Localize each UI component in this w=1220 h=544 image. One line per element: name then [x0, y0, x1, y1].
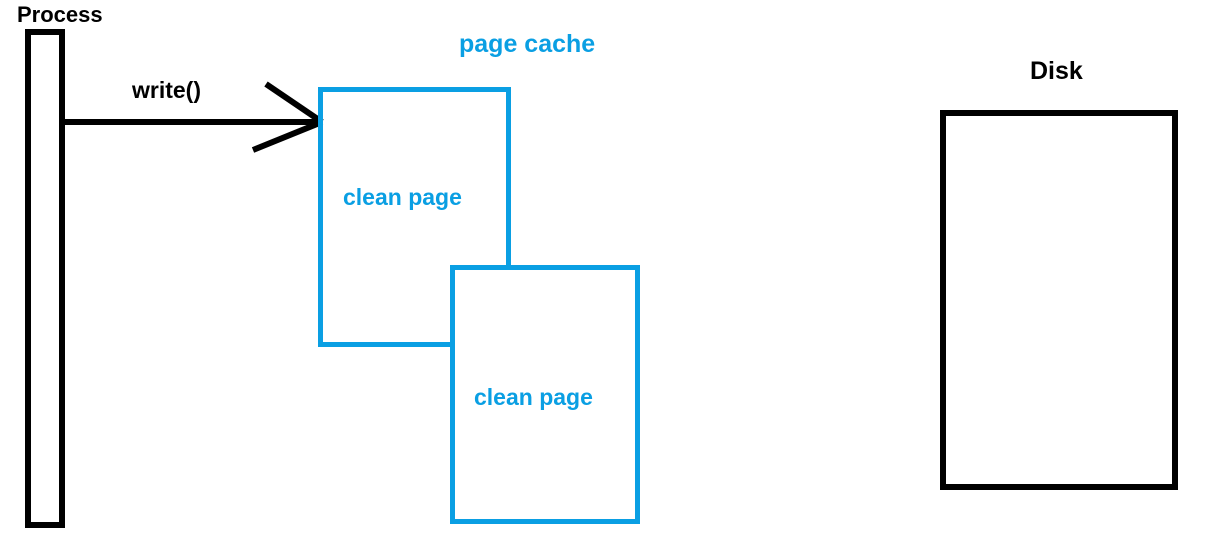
clean-page-box-2: [450, 265, 640, 524]
disk-label: Disk: [1030, 57, 1083, 85]
process-label: Process: [17, 2, 103, 27]
write-arrow-barb-lower: [251, 119, 324, 153]
write-arrow-barb-upper: [264, 81, 324, 125]
disk-box: [940, 110, 1178, 490]
write-call-label: write(): [132, 77, 201, 103]
clean-page-box-1: [318, 87, 511, 347]
clean-page-label-2: clean page: [474, 384, 593, 410]
page-cache-title: page cache: [459, 30, 596, 58]
process-bar: [25, 29, 65, 528]
clean-page-label-1: clean page: [343, 184, 462, 210]
